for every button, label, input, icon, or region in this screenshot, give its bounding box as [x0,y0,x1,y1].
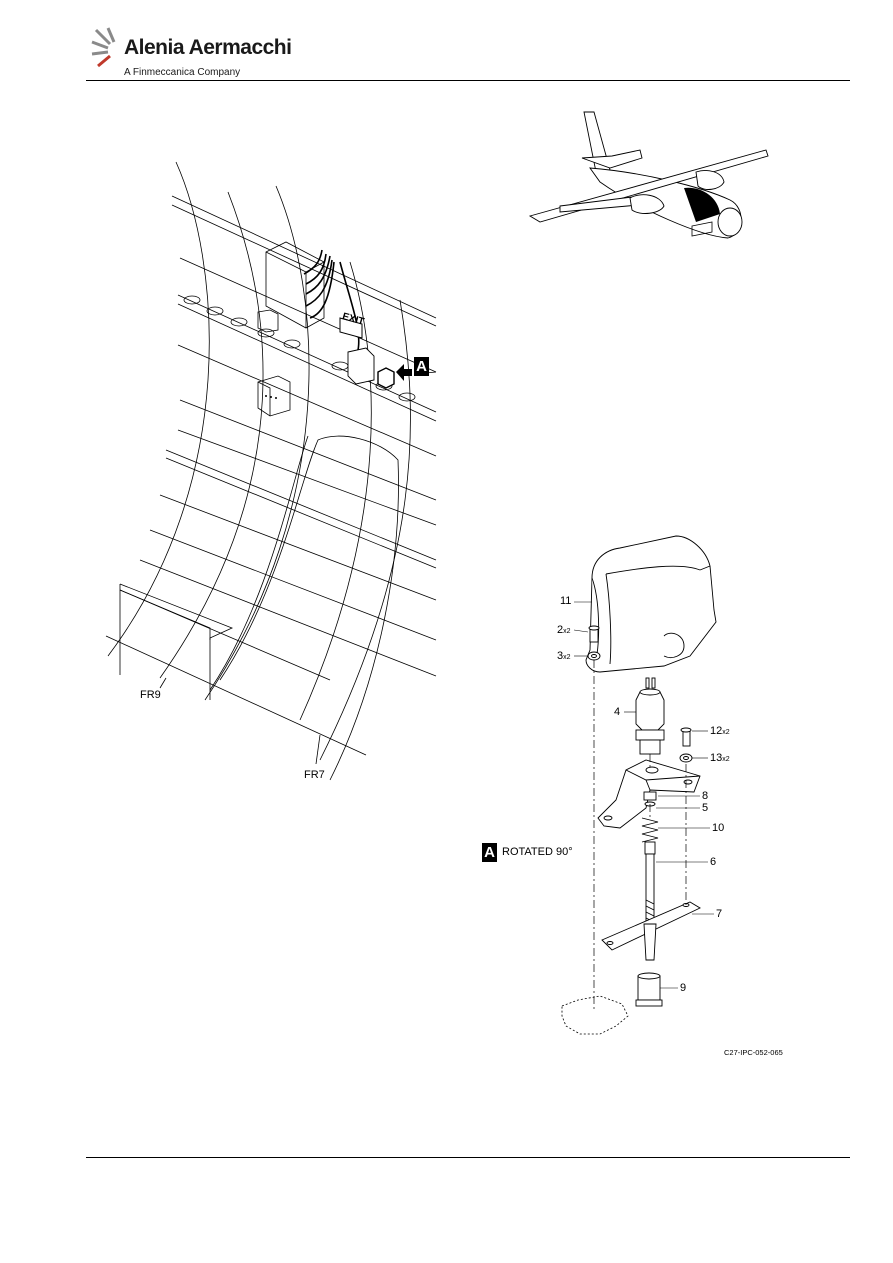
item-label-12: 12x2 [710,725,730,737]
item-label-3: 3x2 [557,650,571,662]
frame-label-fr9: FR9 [140,689,161,701]
cover-part [585,535,717,673]
brand-logo: Alenia Aermacchi A Finmeccanica Company [90,24,292,80]
brand-tagline: A Finmeccanica Company [124,67,241,78]
item-label-6: 6 [710,856,717,868]
figure-code: C27-IPC-052-065 [724,1048,783,1057]
item-label-11: 11 [560,595,572,607]
item-label-10: 10 [712,822,725,834]
item-label-8: 8 [702,790,709,802]
exit-sign-text: EXIT [340,311,366,328]
footer-rule [86,1157,850,1158]
detail-a-marker: A [482,843,497,862]
item-label-13: 13x2 [710,752,730,764]
header-rule [86,80,850,81]
item-label-2: 2x2 [557,624,571,636]
logo-mark-icon [91,27,116,68]
detail-caption: ROTATED 90° [502,846,573,858]
item-label-4: 4 [614,706,621,718]
item-label-7: 7 [716,908,723,920]
brand-name: Alenia Aermacchi [124,36,292,59]
view-a-marker: A [414,357,429,376]
item-label-5: 5 [702,802,709,814]
frame-label-fr7: FR7 [304,769,325,781]
unit-dots [265,395,277,399]
item-label-9: 9 [680,982,687,994]
